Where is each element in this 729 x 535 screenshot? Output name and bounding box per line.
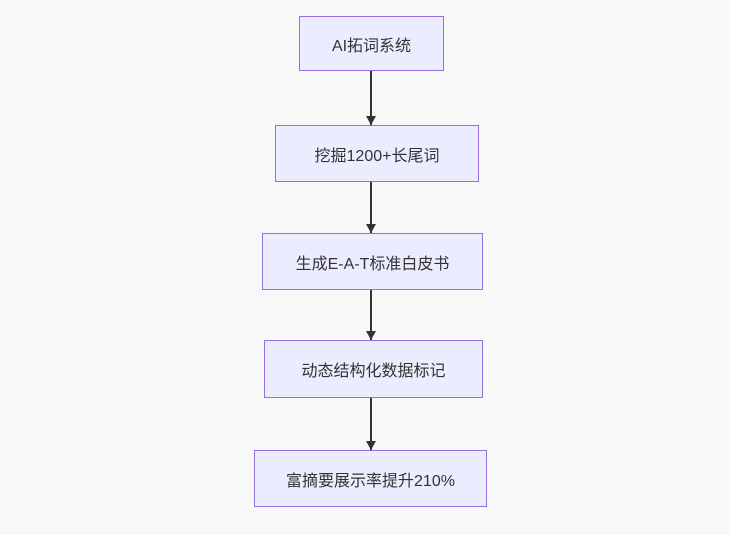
- arrow-down-connector: [366, 290, 376, 340]
- flow-node-longtail-mining: 挖掘1200+长尾词: [275, 125, 479, 182]
- flow-node-eat-whitepaper: 生成E-A-T标准白皮书: [262, 233, 483, 290]
- flow-node-ai-keyword-system: AI拓词系统: [299, 16, 444, 71]
- flow-node-rich-snippet-rate: 富摘要展示率提升210%: [254, 450, 487, 507]
- arrow-down-connector: [366, 182, 376, 233]
- arrow-down-connector: [366, 398, 376, 450]
- arrow-down-connector: [366, 71, 376, 125]
- flow-node-structured-data-markup: 动态结构化数据标记: [264, 340, 483, 398]
